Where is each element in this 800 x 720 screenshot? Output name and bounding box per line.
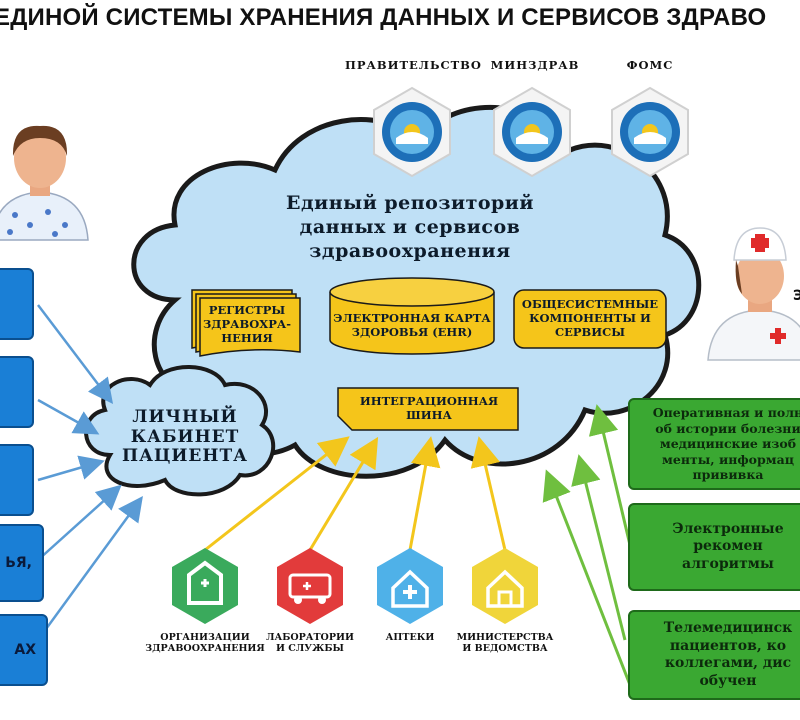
components-label: ОБЩЕСИСТЕМНЫЕ КОМПОНЕНТЫ И СЕРВИСЫ [521,297,659,339]
patient-avatar-icon [0,125,89,241]
arrow-blue-5 [36,495,143,641]
right-box-3-text: Телемедицинск пациентов, ко коллегами, д… [663,620,793,689]
ehr-label: ЭЛЕКТРОННАЯ КАРТА ЗДОРОВЬЯ (EHR) [333,311,491,339]
arrow-green-3 [542,469,634,691]
arrow-green-1 [588,404,632,546]
integration-bus-label: ИНТЕГРАЦИОННАЯ ШИНА [359,394,499,422]
right-box-2-text: Электронные рекомен алгоритмы [672,520,784,572]
arrow-yellow-1 [204,436,350,552]
seal-label-foms: ФОМС [626,58,674,72]
left-box-4: ЬЯ, [0,524,44,602]
right-box-3: Телемедицинск пациентов, ко коллегами, д… [628,610,800,700]
arrow-blue-2 [37,398,100,435]
arrow-blue-3 [37,455,105,482]
right-box-2: Электронные рекомен алгоритмы [628,503,800,591]
left-box-1 [0,268,34,340]
components-box [513,289,667,349]
arrow-blue-1 [37,304,114,404]
left-box-3 [0,444,34,516]
seal-emblem-1 [373,86,451,178]
doctor-label: Э [793,288,800,304]
left-box-5: АХ [0,614,48,686]
arrow-yellow-4 [470,436,507,551]
patient-cabinet-label: ЛИЧНЫЙ КАБИНЕТ ПАЦИЕНТА [122,407,248,467]
org-hex-ministries [472,548,538,624]
org-hex-labs [277,548,343,624]
org-label-labs: ЛАБОРАТОРИИ И СЛУЖБЫ [266,632,354,655]
left-box-4-text: ЬЯ, [5,555,32,571]
ehr-cylinder [329,277,495,355]
arrow-blue-4 [37,484,122,561]
org-label-ministries: МИНИСТЕРСТВА И ВЕДОМСТВА [456,632,554,655]
right-box-1-text: Оперативная и полн об истории болезни ме… [652,404,800,483]
registries-label: РЕГИСТРЫ ЗДРАВОХРА- НЕНИЯ [203,303,291,345]
seal-label-government: ПРАВИТЕЛЬСТВО [345,58,482,72]
doctor-avatar-icon [707,227,800,361]
right-box-1: Оперативная и полн об истории болезни ме… [628,398,800,490]
repository-title: Единый репозиторий данных и сервисов здр… [286,192,534,262]
arrow-yellow-2 [308,436,379,551]
registries-shape [191,289,301,357]
arrow-yellow-3 [408,436,441,551]
org-hex-pharmacy [377,548,443,624]
left-box-5-text: АХ [14,642,36,658]
integration-bus-shape [337,387,519,431]
arrow-green-2 [571,454,627,641]
seal-emblem-2 [493,86,571,178]
org-hex-healthcare [172,548,238,624]
seal-emblem-3 [611,86,689,178]
page-title: ЕДИНОЙ СИСТЕМЫ ХРАНЕНИЯ ДАННЫХ И СЕРВИСО… [0,4,767,31]
left-box-2 [0,356,34,428]
org-label-healthcare: ОРГАНИЗАЦИИ ЗДРАВООХРАНЕНИЯ [145,632,265,655]
org-label-pharmacy: АПТЕКИ [385,632,435,643]
seal-label-ministry: МИНЗДРАВ [490,58,580,72]
